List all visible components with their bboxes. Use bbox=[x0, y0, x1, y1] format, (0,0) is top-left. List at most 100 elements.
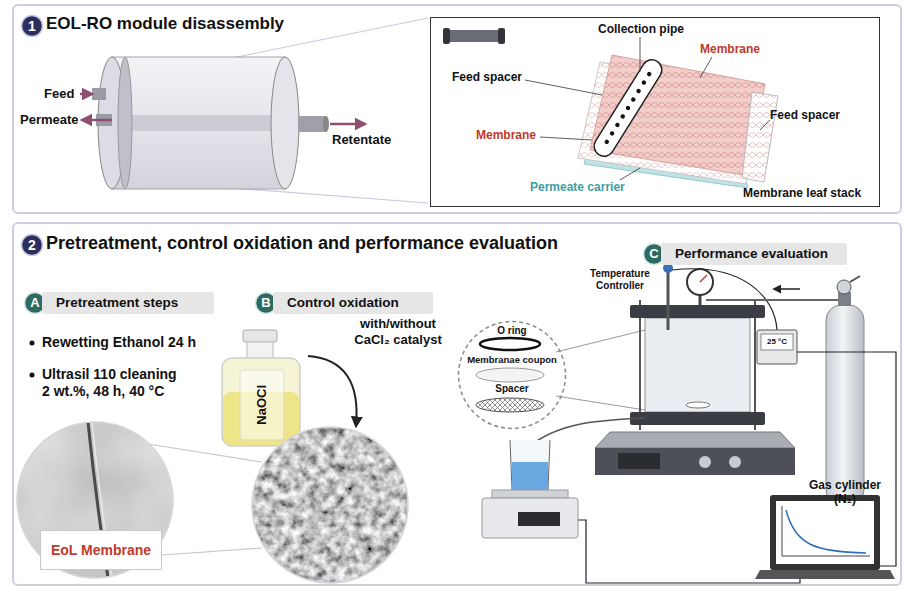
coupon-layer-symbol bbox=[476, 398, 544, 412]
naocl-bottle bbox=[240, 370, 284, 440]
gas-cylinder bbox=[850, 276, 860, 282]
collection-pipe bbox=[630, 96, 636, 102]
dead-end-cell bbox=[645, 318, 750, 412]
section-header-text: Control oxidation bbox=[287, 295, 399, 311]
temperature-probe bbox=[667, 272, 670, 330]
section-header: Control oxidation bbox=[273, 292, 433, 314]
section-header-text: Performance evaluation bbox=[675, 246, 828, 262]
flow-arrow bbox=[82, 119, 112, 122]
condition-note: with/without CaCl₂ catalyst bbox=[343, 316, 453, 347]
part-label: Membrane bbox=[476, 128, 536, 142]
gas-line bbox=[706, 289, 838, 300]
bullet-dot bbox=[30, 341, 35, 346]
section-header: Pretreatment steps bbox=[42, 292, 214, 314]
sem-image-oxidized bbox=[252, 427, 408, 583]
sem-link-line bbox=[148, 548, 262, 556]
dead-end-cell bbox=[630, 412, 765, 425]
part-label: Feed spacer bbox=[452, 70, 522, 84]
part-label: Collection pipe bbox=[598, 22, 684, 36]
coupon-layer-symbol bbox=[476, 338, 544, 412]
display-reading: 25 °C bbox=[761, 337, 793, 347]
section-panel: Pretreatment, control oxidation and perf… bbox=[12, 222, 902, 586]
pressure-gauge bbox=[700, 275, 707, 282]
flow-arrow bbox=[80, 93, 92, 96]
stirrer-hotplate bbox=[595, 448, 795, 475]
collection-pipe bbox=[625, 105, 631, 111]
gas-line bbox=[706, 299, 838, 301]
temperature-controller bbox=[757, 330, 797, 364]
digital-balance bbox=[482, 498, 578, 538]
naocl-bottle bbox=[247, 342, 273, 360]
collection-pipe bbox=[646, 71, 652, 77]
laptop bbox=[776, 501, 874, 564]
collection-pipe bbox=[636, 88, 642, 94]
laptop bbox=[786, 510, 866, 553]
stirrer-hotplate bbox=[618, 453, 660, 469]
bottle-label: NaOCl bbox=[254, 384, 270, 426]
device-label: Gas cylinder (N₂) bbox=[800, 478, 890, 507]
port-label: Permeate bbox=[20, 112, 79, 128]
bullet-dot bbox=[30, 373, 35, 378]
digital-balance bbox=[518, 512, 560, 526]
leader-line bbox=[620, 168, 640, 180]
temperature-controller bbox=[761, 334, 793, 350]
coupon-layer-symbol bbox=[476, 368, 544, 382]
stirrer-hotplate bbox=[595, 432, 795, 448]
collection-pipe bbox=[620, 113, 626, 119]
zoom-circle-outline bbox=[459, 322, 566, 429]
inset-box-text: Membrane leaf stack bbox=[743, 186, 861, 200]
sem-link-line bbox=[148, 444, 262, 462]
coupon-link-line bbox=[556, 330, 645, 352]
gas-cylinder bbox=[826, 276, 864, 505]
permeate-beaker bbox=[510, 440, 550, 490]
dead-end-cell bbox=[630, 305, 765, 318]
leader-line bbox=[640, 37, 641, 72]
oxidation-arrow bbox=[308, 356, 357, 426]
membrane-leaf-stack bbox=[742, 92, 778, 182]
device-label: Temperature Controller bbox=[575, 268, 665, 292]
gas-line bbox=[774, 288, 800, 290]
step-badge-text: 2 bbox=[20, 233, 44, 257]
collection-pipe bbox=[590, 56, 665, 160]
dead-end-cell bbox=[639, 300, 641, 430]
sample-tag: EoL Membrane bbox=[40, 530, 162, 570]
leader-line bbox=[760, 120, 770, 130]
section-header: Performance evaluation bbox=[661, 243, 847, 265]
permeate-beaker bbox=[512, 462, 548, 490]
step-note: Ultrasil 110 cleaning 2 wt.%, 48 h, 40 °… bbox=[42, 366, 187, 400]
stirrer-hotplate bbox=[595, 432, 795, 475]
step-badge-text: 1 bbox=[20, 14, 44, 38]
stirrer-hotplate bbox=[729, 456, 741, 468]
leader-line bbox=[525, 80, 602, 95]
zoom-circle: O ringMembranae couponSpacer bbox=[457, 320, 567, 430]
section-panel-text: Pretreatment, control oxidation and perf… bbox=[46, 233, 558, 255]
pressure-gauge bbox=[687, 269, 713, 295]
layer-label: Spacer bbox=[457, 383, 567, 395]
step-badge: 1 bbox=[20, 14, 44, 38]
collection-pipe bbox=[614, 122, 620, 128]
ro-module-cylinder bbox=[298, 116, 326, 132]
naocl-bottle bbox=[222, 358, 300, 446]
port-label: Feed bbox=[44, 86, 74, 102]
collection-pipe bbox=[641, 80, 647, 86]
part-label: Membrane bbox=[700, 42, 760, 56]
stirrer-hotplate bbox=[699, 456, 711, 468]
permeate-beaker bbox=[510, 440, 550, 490]
part-label: Feed spacer bbox=[770, 108, 840, 122]
ro-module-cylinder bbox=[271, 57, 299, 189]
sample-tag-text: EoL Membrane bbox=[41, 531, 161, 569]
laptop bbox=[770, 495, 880, 570]
naocl-bottle bbox=[243, 330, 277, 342]
module-icon bbox=[445, 30, 503, 42]
step-badge: 2 bbox=[20, 233, 44, 257]
oxidation-arrow bbox=[308, 356, 357, 426]
collection-pipe bbox=[590, 56, 665, 160]
data-cable bbox=[578, 352, 896, 583]
layer-label: Membranae coupon bbox=[457, 354, 567, 365]
leader-line bbox=[700, 57, 712, 78]
ro-module-cylinder bbox=[323, 116, 329, 132]
digital-balance bbox=[482, 490, 578, 538]
gas-cylinder bbox=[826, 305, 864, 505]
module-icon bbox=[443, 28, 505, 44]
